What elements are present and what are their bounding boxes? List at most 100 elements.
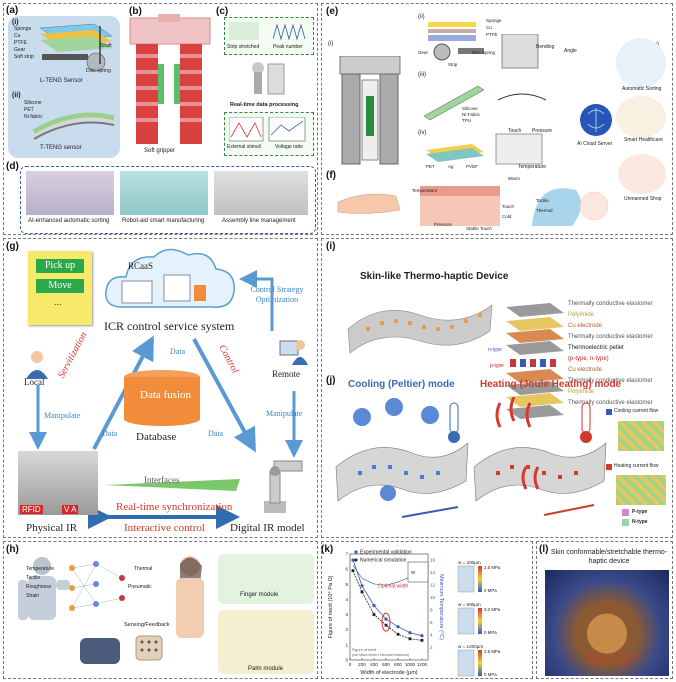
f-pressure: Pressure [434,222,453,227]
data-point [351,558,355,562]
y-tick-label: 0 [345,658,348,663]
inset-box [407,561,429,583]
y-tick-label: 2 [345,627,348,632]
service-system: ICR control service system [104,319,235,333]
h-strain: Strain [26,593,40,599]
stress-map [457,607,475,635]
i-title: Skin-like Thermo-haptic Device [360,271,509,282]
layer-label: Thermoelectric pellet [568,345,624,351]
remote-user-icon [279,340,308,365]
gripper-device [339,56,401,165]
legend-marker [354,550,358,554]
panel-c-label: (c) [216,6,229,17]
d-box [20,166,316,234]
panel-h: (h) Temperature Tactile Roughness Strain… [3,541,318,679]
width-label: w = 1200μm [458,644,483,649]
cool-flow-cubes [618,421,664,451]
data-point [351,569,355,573]
f-tactile: Tactile [536,198,549,203]
color-scale [478,650,482,676]
fom-note-2: (von Mises stress x electrical resistanc… [352,653,409,657]
y2-tick-label: 10 [430,595,436,600]
heating-device [473,397,607,516]
l-overlay: Thermoelectric electrode patterned on te… [585,654,641,666]
manipulate-left: Manipulate [44,411,81,420]
panel-j-label: (j) [326,375,336,386]
database-icon [124,370,200,426]
e-layer-pvdf: PVDF [466,164,479,169]
finger-module-box [218,554,314,604]
peak-number: Peak number [273,44,303,50]
f-temperature: Temperature [412,188,438,193]
panel-e-label: (e) [326,6,339,17]
rcaas: RCaaS [128,261,154,271]
pressure: Pressure [532,128,553,134]
dots: ... [54,297,62,307]
digital-ir-robot [264,460,303,513]
data-point [384,623,388,627]
scale-min: 0 MPa [484,588,497,593]
data-point [360,584,364,588]
finger-module: Finger module [240,592,279,598]
data-point [384,617,388,621]
plot-area [349,553,429,661]
p-type-label: p-type [490,363,504,369]
heat-flow-cubes [616,475,666,505]
layer-label: Thermally conductive elastomer [568,378,653,384]
angle: Angle [564,48,577,54]
heat-flow: Heating current flow [614,463,659,469]
h-person-left [18,557,70,620]
touch: Touch [508,128,522,134]
layer-label: Cu electrode [568,323,603,329]
remote: Remote [272,369,300,379]
n-type: N-type [632,519,648,525]
y-tick-label: 6 [345,567,348,572]
x-tick-label: 0 [349,662,352,667]
manipulate-right: Manipulate [266,409,303,418]
external-stimuli: External stimuli [227,144,261,150]
t-teng-caption: T-TENG sensor [40,145,82,151]
data-point [372,603,376,608]
pvdf-sensor [426,144,484,162]
f-warm: Warm [508,176,520,181]
bending: Bending [536,44,555,50]
y2-tick-label: 4 [430,633,433,638]
legend-label: Numerical simulation [360,558,407,564]
e-ii: (ii) [418,14,425,20]
data-point [396,625,400,629]
x-tick-label: 1000 [405,662,416,667]
soft-gripper-illustration [129,14,211,144]
panel-k-label: (k) [321,544,334,555]
width-label: w = 200μm [458,560,481,565]
d-caption-3: Assembly line management [222,218,296,224]
voltage-ratio: Voltage ratio [275,144,303,150]
cooling-mode: Cooling (Peltier) mode [348,379,455,390]
heating-mode: Heating (Joule Heating) mode [480,379,622,390]
y-tick-label: 3 [345,612,348,617]
e-layer-gear: Gear [418,50,429,55]
heat-flow-swatch [606,464,612,470]
move: Move [36,279,84,293]
soft-gripper-caption: Soft gripper [144,148,176,154]
g-arrows [29,270,303,529]
physical-ir: Physical IR [26,522,78,534]
scale-max: 3.0 MPa [484,607,501,612]
sub-ii: (ii) [12,92,21,99]
interfaces: Interfaces [144,475,180,485]
e-layer-strip: Strip [448,62,458,67]
sub-i: (i) [12,19,19,26]
t-layer-silicone: Silicone [24,100,42,106]
x-axis-label: Width of electrode (μm) [360,670,417,676]
ai-brain-icon [580,104,612,136]
y-tick-label: 7 [345,552,348,557]
y2-tick-label: 2 [430,645,433,650]
color-scale [478,566,482,592]
thermo-haptic-device [347,304,493,354]
device-layer-stack [506,303,564,419]
cool-flow: Cooling current flow [614,408,659,414]
panel-d-label: (d) [6,161,19,172]
data-point [408,637,412,641]
gripper-robot-icon [252,62,285,95]
e-center-graphics [495,34,547,165]
